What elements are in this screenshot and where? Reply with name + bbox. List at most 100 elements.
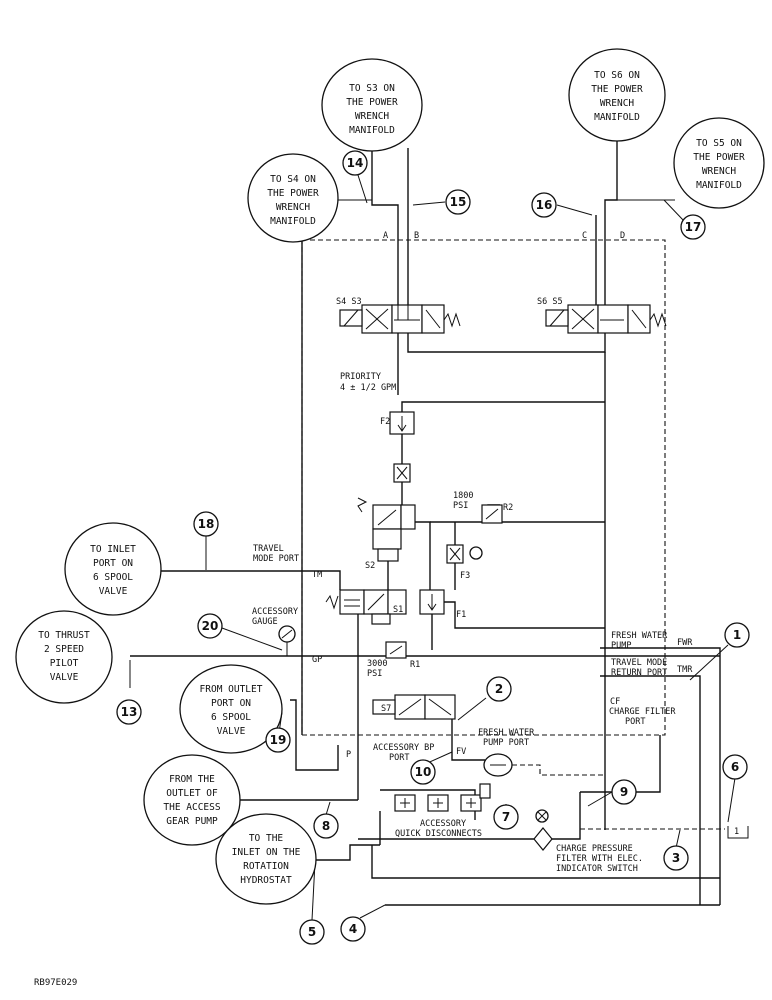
callout-inlet-line-3: 6 SPOOL [93,572,133,583]
callout-access-line-3: THE ACCESS [163,802,220,813]
number-20: 20 [197,613,223,639]
line-f1-tank [444,601,605,629]
valve-f1 [419,589,445,615]
label-f2: F2 [380,417,390,427]
line-outlet-19 [290,699,339,771]
label-fwr: FWR [677,638,693,648]
callout-s4: TO S4 ON THE POWER WRENCH MANIFOLD [247,153,339,243]
label-r2: R2 [503,503,513,513]
callout-s3: TO S3 ON THE POWER WRENCH MANIFOLD [321,58,423,152]
label-s4-s3: S4 S3 [336,297,362,307]
label-cf: CF [610,697,620,707]
port-a: A [383,231,388,241]
callout-rotation-hydrostat: TO THE INLET ON THE ROTATION HYDROSTAT [215,813,317,905]
svg-text:2: 2 [495,682,503,696]
svg-text:3: 3 [672,851,680,865]
line-bottom-5 [315,844,380,861]
flow-control-f3 [446,544,483,564]
valve-s2 [357,497,416,562]
charge-pressure-filter [533,809,553,851]
label-charge-pressure: CHARGE PRESSURE [556,844,633,854]
callout-thrust-line-1: TO THRUST [38,630,90,641]
number-1: 1 [724,622,750,648]
callout-s6: TO S6 ON THE POWER WRENCH MANIFOLD [568,48,666,142]
callout-rotation-line-2: INLET ON THE [232,847,301,858]
valve-s6-s5 [545,304,667,334]
descriptive-labels: PRIORITY 4 ± 1/2 GPM 1800 PSI 3000 PSI T… [252,372,676,874]
number-4: 4 [340,916,366,942]
number-7: 7 [493,804,519,830]
line-s2-right [415,521,431,590]
callout-outlet-line-4: VALVE [217,726,246,737]
callout-s3-line-4: MANIFOLD [349,125,395,136]
label-1800: 1800 [453,491,473,501]
callout-s4-line-3: WRENCH [276,202,311,213]
svg-text:13: 13 [121,705,138,719]
line-filter-right [552,792,581,840]
callout-thrust-line-4: VALVE [50,672,79,683]
label-indicator-switch: INDICATOR SWITCH [556,864,638,874]
svg-text:1: 1 [733,628,741,642]
svg-text:17: 17 [685,220,702,234]
line-f2-top [401,401,605,412]
callout-s4-line-4: MANIFOLD [270,216,316,227]
label-quick-disconnects: QUICK DISCONNECTS [395,829,482,839]
callout-s5: TO S5 ON THE POWER WRENCH MANIFOLD [673,117,765,209]
number-14: 14 [342,150,368,176]
label-pump-port: PUMP PORT [483,738,529,748]
svg-text:10: 10 [415,765,432,779]
callout-access-gear-pump: FROM THE OUTLET OF THE ACCESS GEAR PUMP [143,754,241,846]
callout-inlet-6-spool: TO INLET PORT ON 6 SPOOL VALVE [64,522,162,616]
callout-s5-line-3: WRENCH [702,166,737,177]
label-bp-port: PORT [389,753,409,763]
label-gp: GP [312,655,322,665]
callout-rotation-line-1: TO THE [249,833,284,844]
line-s7-fv [451,719,485,761]
svg-text:7: 7 [502,810,510,824]
callout-access-line-1: FROM THE [169,774,215,785]
number-16: 16 [531,192,557,218]
label-s7: S7 [381,704,391,714]
port-c: C [582,231,587,241]
label-3000-psi: PSI [367,669,382,679]
callout-s3-line-1: TO S3 ON [349,83,395,94]
svg-text:19: 19 [270,733,287,747]
label-mode-port: MODE PORT [253,554,299,564]
callout-outlet-line-2: PORT ON [211,698,251,709]
callout-rotation-line-4: HYDROSTAT [240,875,292,886]
valve-s4-s3 [339,304,461,334]
relief-valve-r2 [481,504,503,524]
label-return-port: RETURN PORT [611,668,667,678]
label-priority-gpm: 4 ± 1/2 GPM [340,383,396,393]
svg-text:20: 20 [202,619,219,633]
line-cf [580,735,661,793]
label-fresh-water-2: FRESH WATER [478,728,535,738]
callout-s6-line-3: WRENCH [600,98,635,109]
svg-text:9: 9 [620,785,628,799]
label-s2: S2 [365,561,375,571]
number-2: 2 [486,676,512,702]
label-r1: R1 [410,660,420,670]
callout-thrust-line-2: 2 SPEED [44,644,84,655]
port-labels: A B C D S4 S3 S6 S5 F2 R2 S2 F3 TM S1 F1… [312,231,739,837]
svg-text:5: 5 [308,925,316,939]
line-valve-pressure [407,333,606,353]
number-6: 6 [722,754,748,780]
priority-valve-f2 [389,411,415,435]
label-s1: S1 [393,605,403,615]
svg-text:14: 14 [347,156,364,170]
callout-outlet-6-spool: FROM OUTLET PORT ON 6 SPOOL VALVE [179,664,283,754]
tank-symbol [727,826,749,839]
svg-text:6: 6 [731,760,739,774]
label-fv: FV [456,747,466,757]
valve-s7 [372,694,456,720]
callout-access-line-2: OUTLET OF [166,788,218,799]
label-charge-filter: CHARGE FILTER [609,707,676,717]
line-travel-mode [160,570,341,590]
valve-s1 [325,589,407,625]
number-8: 8 [313,813,339,839]
leader-lines [129,171,736,921]
label-charge-port: PORT [625,717,645,727]
number-5: 5 [299,919,325,945]
number-18: 18 [193,511,219,537]
